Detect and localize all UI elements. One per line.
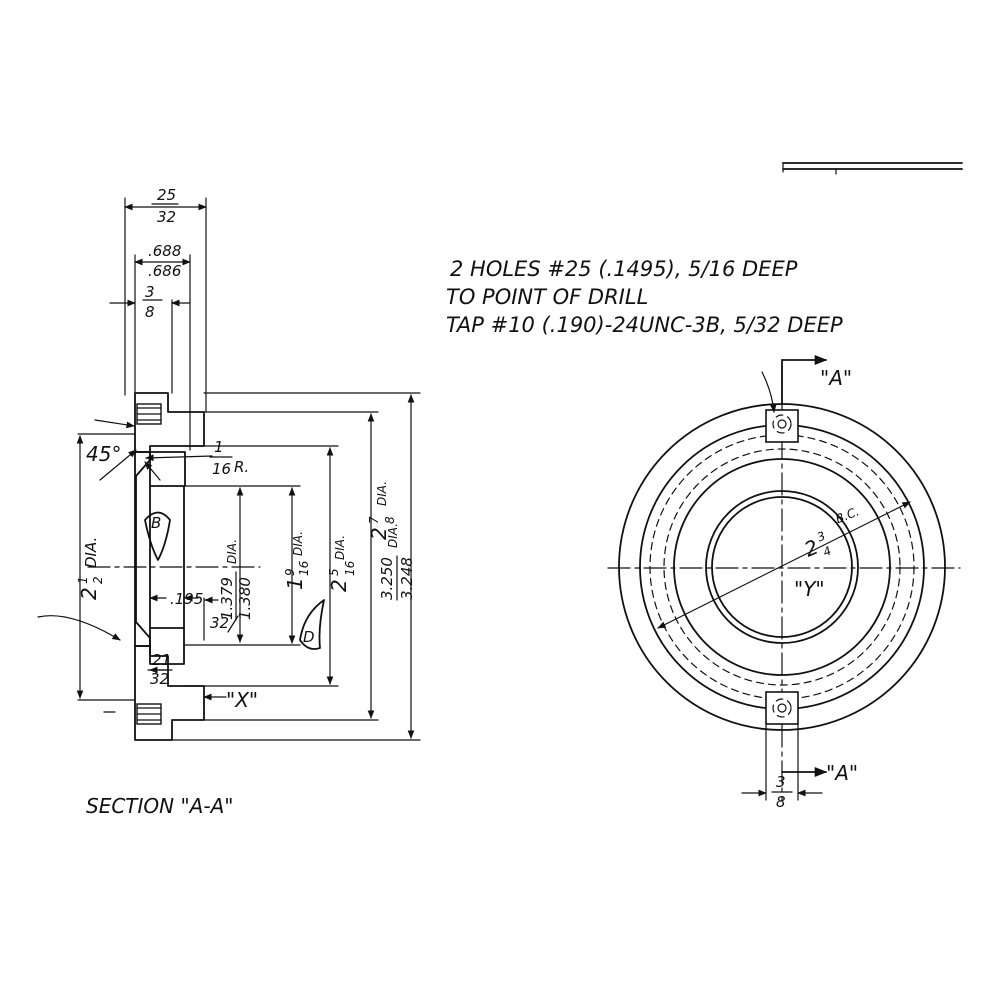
tapped-hole-bottom [136, 703, 162, 725]
callout-b: B [144, 511, 171, 561]
dim-3-8-den: 8 [145, 303, 155, 321]
plan-bc-dia: 2 3 4 B.C. [801, 504, 861, 561]
svg-text:3.250: 3.250 [378, 557, 396, 600]
dim-195: .195 [170, 590, 203, 608]
svg-text:DIA.: DIA. [225, 539, 239, 564]
note-line-3: TAP #10 (.190)-24UNC-3B, 5/32 DEEP [446, 313, 843, 337]
svg-text:8: 8 [383, 516, 397, 524]
plan-hole-top [765, 409, 799, 443]
plan-3-8-den: 8 [776, 793, 786, 811]
svg-text:B: B [151, 514, 161, 532]
plan-3-8-num: 3 [776, 773, 786, 791]
callout-d: D [299, 599, 325, 650]
svg-text:2: 2 [367, 527, 391, 540]
dim-686: .686 [148, 262, 181, 280]
plan-view: "A" "A" 3 8 2 3 4 B.C. "Y" [607, 354, 961, 811]
chamfer-45: 45° [86, 442, 121, 466]
dim-25-32-num: 25 [157, 186, 176, 204]
svg-text:4: 4 [821, 544, 833, 560]
note-line-2: TO POINT OF DRILL [446, 285, 648, 309]
dim-bore: 1.379 1.380 DIA. [218, 539, 254, 621]
radius-num: 1 [214, 438, 224, 456]
svg-text:D: D [303, 628, 315, 646]
dim-21-32-den: 32 [150, 670, 169, 688]
section-mark-top: "A" [820, 366, 852, 390]
svg-text:3.248: 3.248 [398, 557, 416, 600]
dim-3-8-num: 3 [145, 283, 155, 301]
svg-text:1.380: 1.380 [236, 577, 254, 620]
dim-32: 32 [210, 614, 229, 632]
dim-1-9-16: 1 9 16 DIA. [283, 531, 311, 590]
section-view: 25 32 .688 .686 3 8 45° 1 16 R. 2 1 2 DI [37, 186, 421, 818]
svg-text:DIA.: DIA. [333, 535, 347, 560]
dim-688: .688 [148, 242, 181, 260]
svg-text:DIA.: DIA. [82, 537, 100, 568]
svg-text:DIA.: DIA. [375, 481, 389, 506]
section-mark-bottom: "A" [826, 761, 858, 785]
tag-x: "X" [226, 688, 258, 712]
dim-2-5-16: 2 5 16 DIA. [327, 535, 357, 592]
svg-text:3: 3 [815, 529, 827, 545]
svg-text:16: 16 [343, 560, 357, 576]
svg-text:DIA.: DIA. [386, 523, 400, 548]
svg-text:1: 1 [76, 576, 90, 584]
title-block-fragment [782, 162, 963, 175]
dim-25-32-den: 32 [157, 208, 176, 226]
svg-text:2: 2 [91, 576, 105, 584]
svg-text:1.379: 1.379 [218, 577, 236, 620]
tapped-hole-top [136, 403, 162, 425]
svg-text:1: 1 [283, 577, 307, 590]
dim-21-32-num: 21 [152, 651, 171, 669]
dim-2-1-2: 2 1 2 DIA. [76, 537, 105, 600]
svg-text:7: 7 [367, 516, 381, 524]
radius-suffix: R. [234, 458, 249, 476]
svg-text:B.C.: B.C. [833, 504, 861, 526]
tag-y: "Y" [794, 577, 825, 601]
plan-hole-bottom [765, 691, 799, 725]
section-caption: SECTION "A-A" [86, 794, 233, 818]
radius-den: 16 [212, 460, 231, 478]
svg-text:DIA.: DIA. [291, 531, 305, 556]
svg-text:16: 16 [297, 560, 311, 576]
svg-text:5: 5 [327, 568, 341, 576]
drill-notes: 2 HOLES #25 (.1495), 5/16 DEEP TO POINT … [446, 257, 843, 337]
dim-outer: 3.250 3.248 DIA. [378, 523, 416, 601]
svg-text:2: 2 [77, 587, 101, 600]
dim-2-7-8: 2 7 8 DIA. [367, 481, 397, 540]
note-line-1: 2 HOLES #25 (.1495), 5/16 DEEP [450, 257, 798, 281]
svg-text:2: 2 [327, 579, 351, 592]
svg-text:9: 9 [283, 568, 297, 576]
